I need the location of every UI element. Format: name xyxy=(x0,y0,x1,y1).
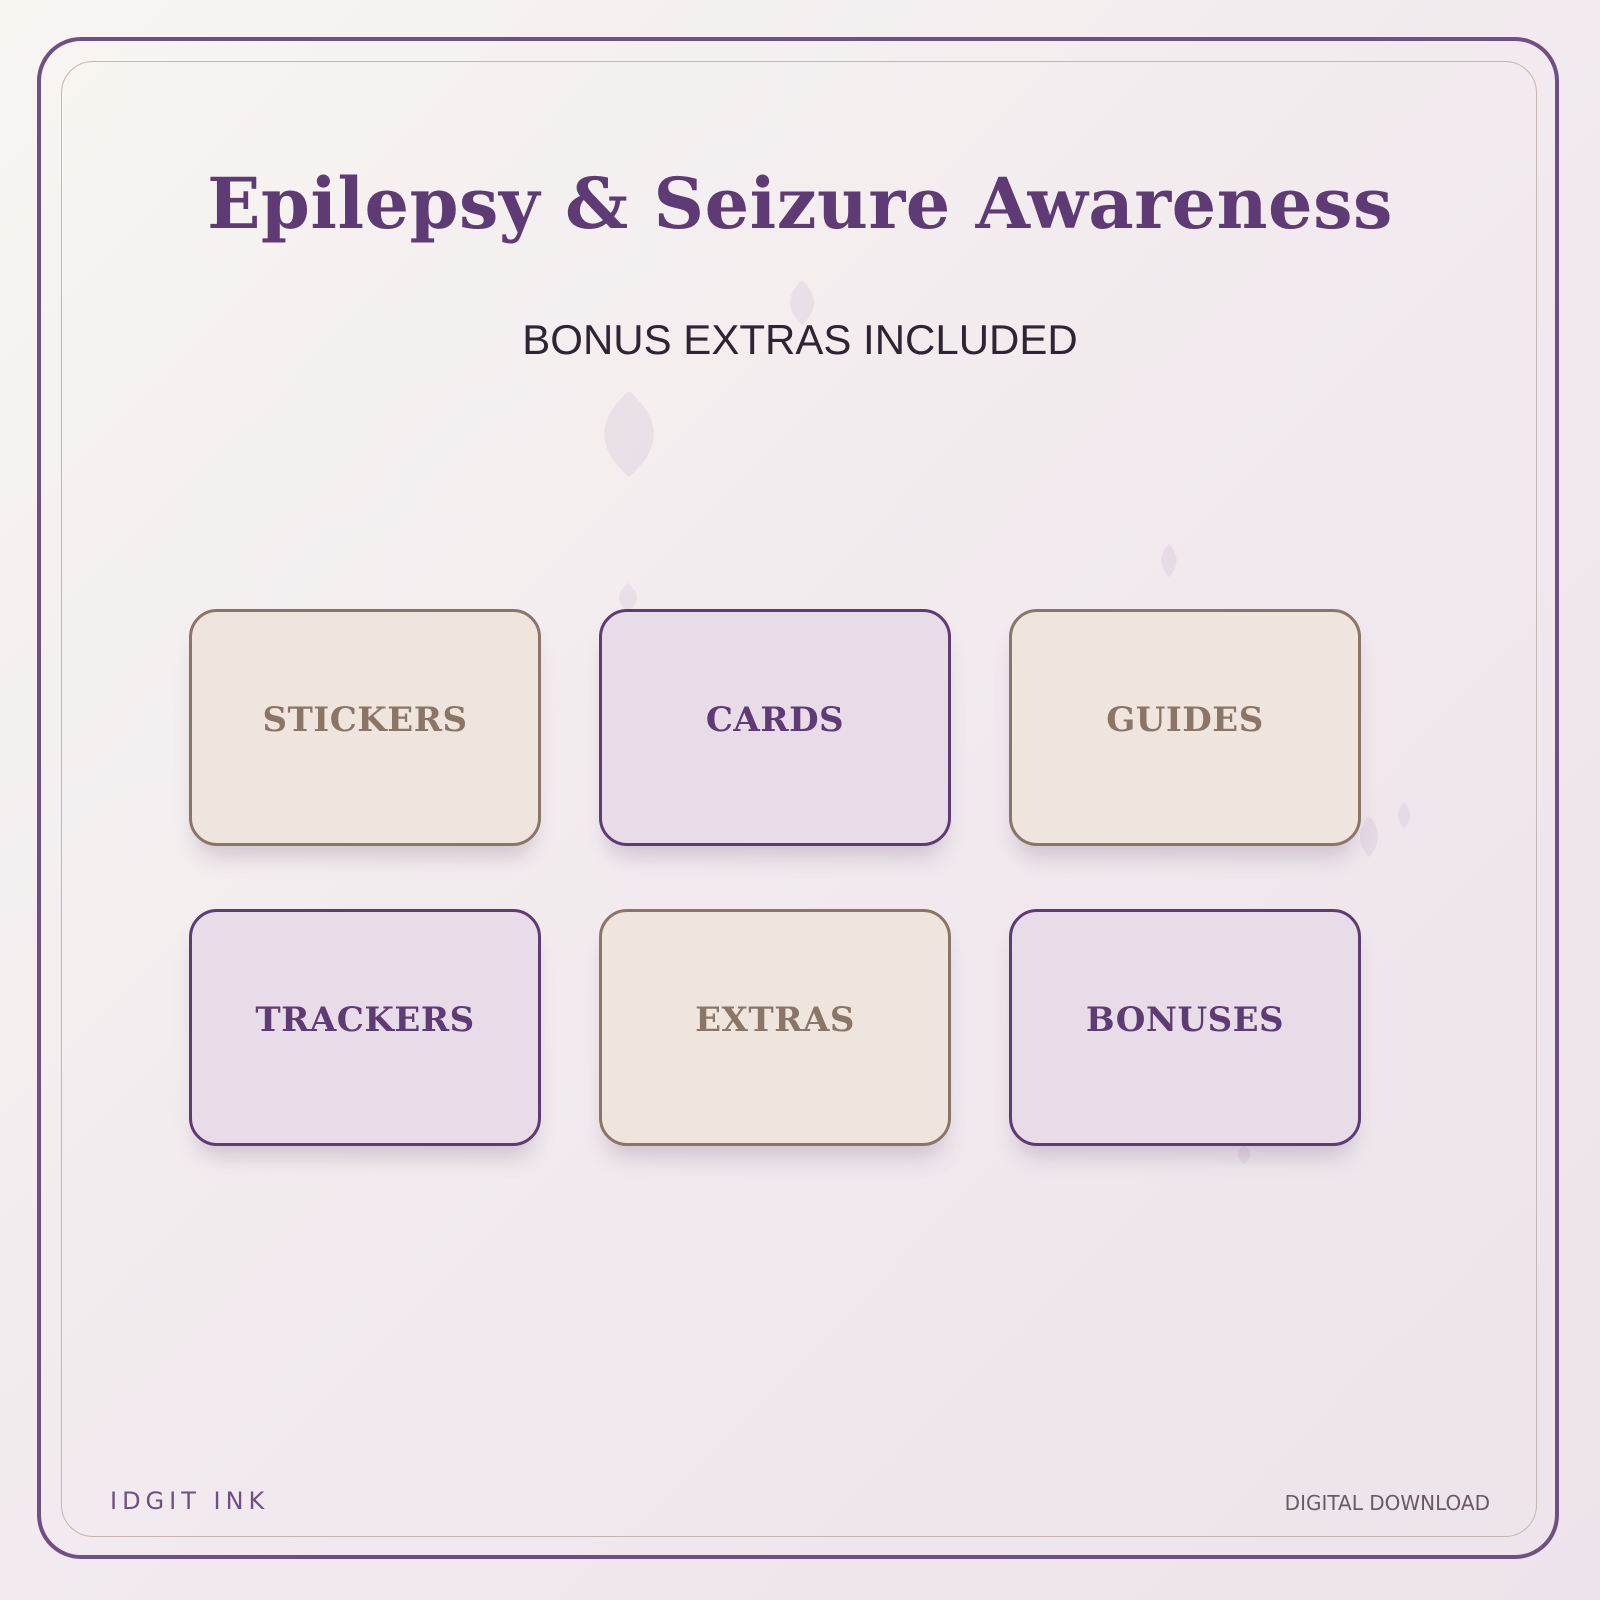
digital-download-tagline: DIGITAL DOWNLOAD xyxy=(1284,1491,1490,1515)
tile-cards: CARDS xyxy=(599,609,951,846)
tile-bonuses: BONUSES xyxy=(1009,909,1361,1146)
tile-label: GUIDES xyxy=(1106,700,1264,740)
brand-name: IDGIT INK xyxy=(110,1487,270,1515)
tile-extras: EXTRAS xyxy=(599,909,951,1146)
tile-label: BONUSES xyxy=(1085,1000,1285,1040)
tile-label: CARDS xyxy=(705,700,845,740)
tile-label: EXTRAS xyxy=(695,1000,855,1040)
tile-label: TRACKERS xyxy=(255,1000,475,1040)
inner-frame xyxy=(61,61,1537,1537)
page-title: Epilepsy & Seizure Awareness xyxy=(207,162,1393,245)
tile-guides: GUIDES xyxy=(1009,609,1361,846)
page-subtitle: BONUS EXTRAS INCLUDED xyxy=(522,316,1078,363)
outer-frame xyxy=(37,37,1559,1559)
tile-stickers: STICKERS xyxy=(189,609,541,846)
tile-trackers: TRACKERS xyxy=(189,909,541,1146)
tile-label: STICKERS xyxy=(262,700,468,740)
